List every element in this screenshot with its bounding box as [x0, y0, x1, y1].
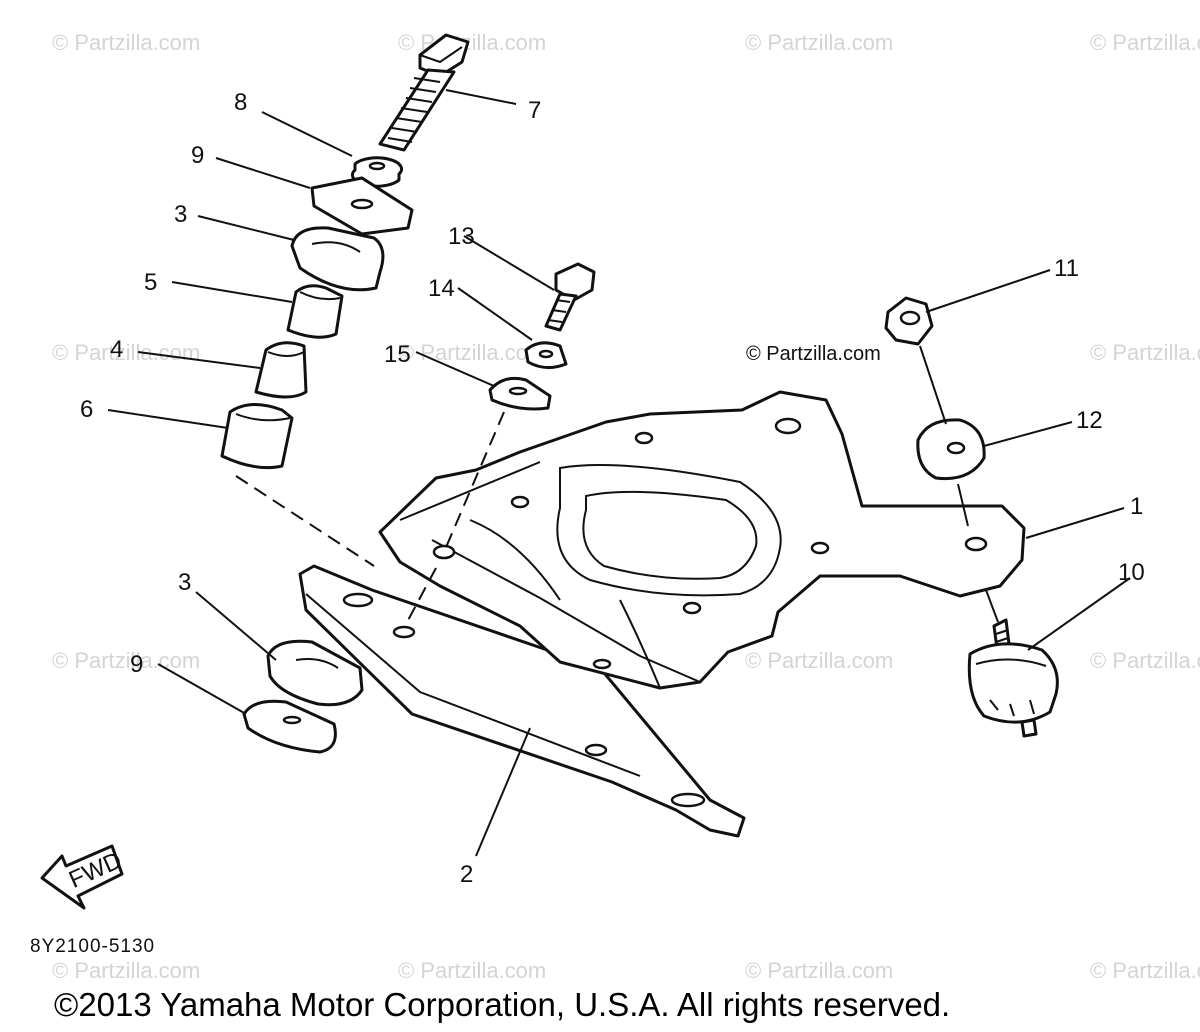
washer-part-12 — [916, 418, 986, 481]
leader-lines — [107, 89, 1131, 857]
assembly-lines — [235, 345, 999, 625]
callout-7: 7 — [528, 97, 541, 124]
callout-4: 4 — [110, 336, 123, 363]
rubber-part-3-lower — [266, 639, 364, 707]
washer-part-9 — [310, 176, 414, 236]
collar-part-6 — [220, 403, 294, 470]
nut-part-11 — [884, 296, 934, 346]
watermark: © Partzilla.com — [745, 958, 893, 983]
copyright-notice: ©2013 Yamaha Motor Corporation, U.S.A. A… — [54, 986, 950, 1023]
callout-9: 9 — [191, 142, 204, 169]
plate-part-1 — [378, 390, 1026, 690]
drawing-code: 8Y2100-5130 — [30, 936, 155, 957]
center-watermark: © Partzilla.com — [746, 343, 881, 365]
watermark: © Partzilla.com — [1090, 648, 1200, 673]
washer-part-15 — [488, 376, 552, 411]
callout-3-lower: 3 — [178, 569, 191, 596]
callout-11: 11 — [1054, 255, 1079, 282]
watermark: © Partzilla.com — [52, 30, 200, 55]
callout-8: 8 — [234, 89, 247, 116]
watermark: © Partzilla.com — [1090, 340, 1200, 365]
callout-14: 14 — [428, 275, 455, 302]
callout-5: 5 — [144, 269, 157, 296]
damper-part-10 — [967, 618, 1059, 738]
callout-3: 3 — [174, 201, 187, 228]
callout-10: 10 — [1118, 559, 1145, 586]
collar-part-4 — [254, 341, 308, 399]
bracket-part-2 — [298, 564, 746, 838]
callout-6: 6 — [80, 396, 93, 423]
callout-2: 2 — [460, 861, 473, 888]
watermark: © Partzilla.com — [1090, 30, 1200, 55]
watermark: © Partzilla.com — [52, 648, 200, 673]
watermark: © Partzilla.com — [745, 30, 893, 55]
watermark: © Partzilla.com — [52, 340, 200, 365]
fwd-arrow-icon: FWD — [40, 844, 126, 910]
watermark: © Partzilla.com — [398, 958, 546, 983]
watermark: © Partzilla.com — [52, 958, 200, 983]
callout-13: 13 — [448, 223, 475, 250]
watermark: © Partzilla.com — [398, 30, 546, 55]
callout-9-lower: 9 — [130, 651, 143, 678]
washer-part-14 — [524, 341, 568, 369]
rubber-part-3 — [290, 226, 385, 292]
watermark: © Partzilla.com — [745, 648, 893, 673]
callout-1: 1 — [1130, 493, 1143, 520]
watermark: © Partzilla.com — [1090, 958, 1200, 983]
collar-part-5 — [286, 284, 344, 339]
watermark: © Partzilla.com — [398, 340, 546, 365]
bolt-part-7 — [378, 33, 470, 152]
callout-12: 12 — [1076, 407, 1103, 434]
washer-part-9-lower — [242, 699, 337, 754]
callout-15: 15 — [384, 341, 411, 368]
bolt-part-13 — [544, 262, 596, 332]
callout-labels: 8 9 3 5 4 6 7 13 14 15 11 12 1 10 3 9 2 — [80, 89, 1145, 888]
